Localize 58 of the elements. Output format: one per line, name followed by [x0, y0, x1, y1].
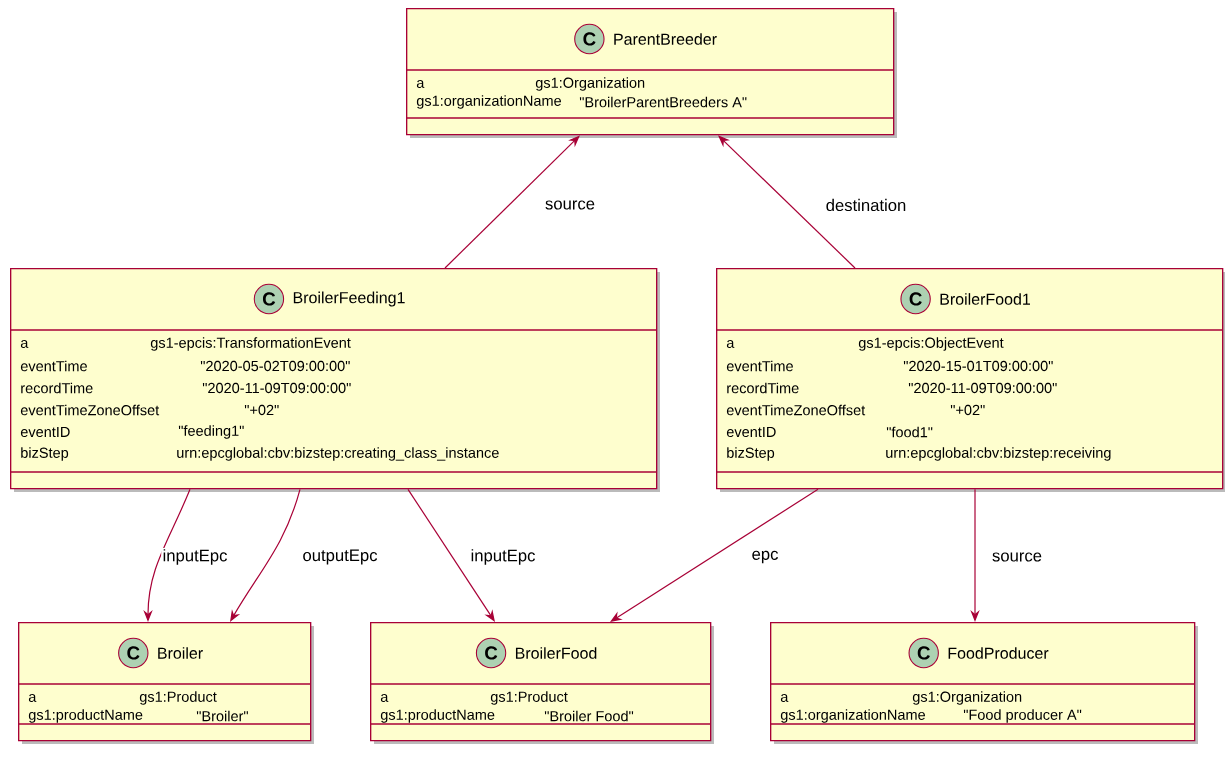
edge-label: outputEpc — [301, 548, 379, 566]
attribute-value: "2020-15-01T09:00:00" — [903, 360, 1053, 372]
attribute-value: urn:epcglobal:cbv:bizstep:receiving — [886, 447, 1111, 461]
attribute-name: eventTimeZoneOffset — [20, 404, 160, 416]
class-name: Broiler — [158, 647, 203, 659]
attribute-name: bizStep — [727, 447, 775, 461]
attribute-value: "Food producer A" — [963, 709, 1082, 723]
attribute-name: a — [28, 694, 37, 702]
attribute-value: "Broiler" — [196, 710, 248, 722]
attribute-value: "2020-11-09T09:00:00" — [202, 382, 351, 394]
edge-label: destination — [824, 197, 908, 213]
attribute-name: eventID — [20, 426, 70, 438]
attribute-name: gs1:productName — [380, 709, 495, 723]
attribute-name: eventTimeZoneOffset — [726, 404, 866, 416]
attribute-value: "2020-11-09T09:00:00" — [908, 382, 1057, 394]
attribute-name: gs1:organizationName — [780, 709, 926, 723]
edge-label: epc — [750, 549, 780, 565]
attribute-name: gs1:productName — [28, 709, 143, 723]
class-name: FoodProducer — [948, 647, 1049, 659]
class-name: BroilerFood — [515, 647, 597, 659]
attribute-value: "Broiler Food" — [544, 710, 634, 722]
attribute-value: gs1-epcis:TransformationEvent — [150, 337, 351, 351]
attribute-name: a — [380, 694, 389, 702]
attribute-name: eventTime — [20, 360, 87, 372]
attribute-value: gs1:Product — [490, 691, 568, 705]
attribute-value: "+02" — [950, 404, 985, 416]
attribute-value: gs1:Organization — [912, 691, 1022, 705]
edge-label: inputEpc — [469, 547, 537, 567]
attribute-name: a — [780, 694, 789, 702]
arrow — [230, 488, 301, 622]
attribute-value: gs1:Organization — [535, 77, 645, 91]
edge-label: source — [543, 199, 597, 211]
attribute-name: eventTime — [726, 360, 793, 372]
attribute-name: a — [20, 340, 29, 348]
attribute-value: "food1" — [886, 426, 933, 438]
edge-label: source — [990, 551, 1044, 563]
attribute-value: "2020-05-02T09:00:00" — [200, 360, 350, 372]
attribute-name: bizStep — [21, 447, 69, 461]
arrow — [718, 135, 856, 269]
attribute-name: gs1:organizationName — [416, 95, 562, 109]
attribute-name: eventID — [726, 426, 776, 438]
attribute-value: "+02" — [244, 404, 279, 416]
attribute-value: urn:epcglobal:cbv:bizstep:creating_class_instance — [177, 447, 499, 461]
attribute-name: recordTime — [727, 382, 799, 394]
arrow — [407, 488, 495, 622]
attribute-name: a — [726, 340, 735, 348]
attribute-value: "BroilerParentBreeders A" — [579, 96, 747, 108]
arrow — [444, 135, 580, 269]
attribute-name: recordTime — [21, 382, 93, 394]
class-name: ParentBreeder — [614, 33, 717, 45]
attribute-name: a — [416, 80, 425, 88]
attribute-value: "feeding1" — [178, 425, 244, 439]
class-name: BroilerFeeding1 — [293, 291, 405, 307]
attribute-value: gs1-epcis:ObjectEvent — [858, 337, 1004, 351]
attribute-value: gs1:Product — [139, 691, 217, 705]
class-name: BroilerFood1 — [940, 293, 1030, 305]
edge-label: inputEpc — [161, 547, 229, 567]
arrow — [610, 488, 819, 622]
